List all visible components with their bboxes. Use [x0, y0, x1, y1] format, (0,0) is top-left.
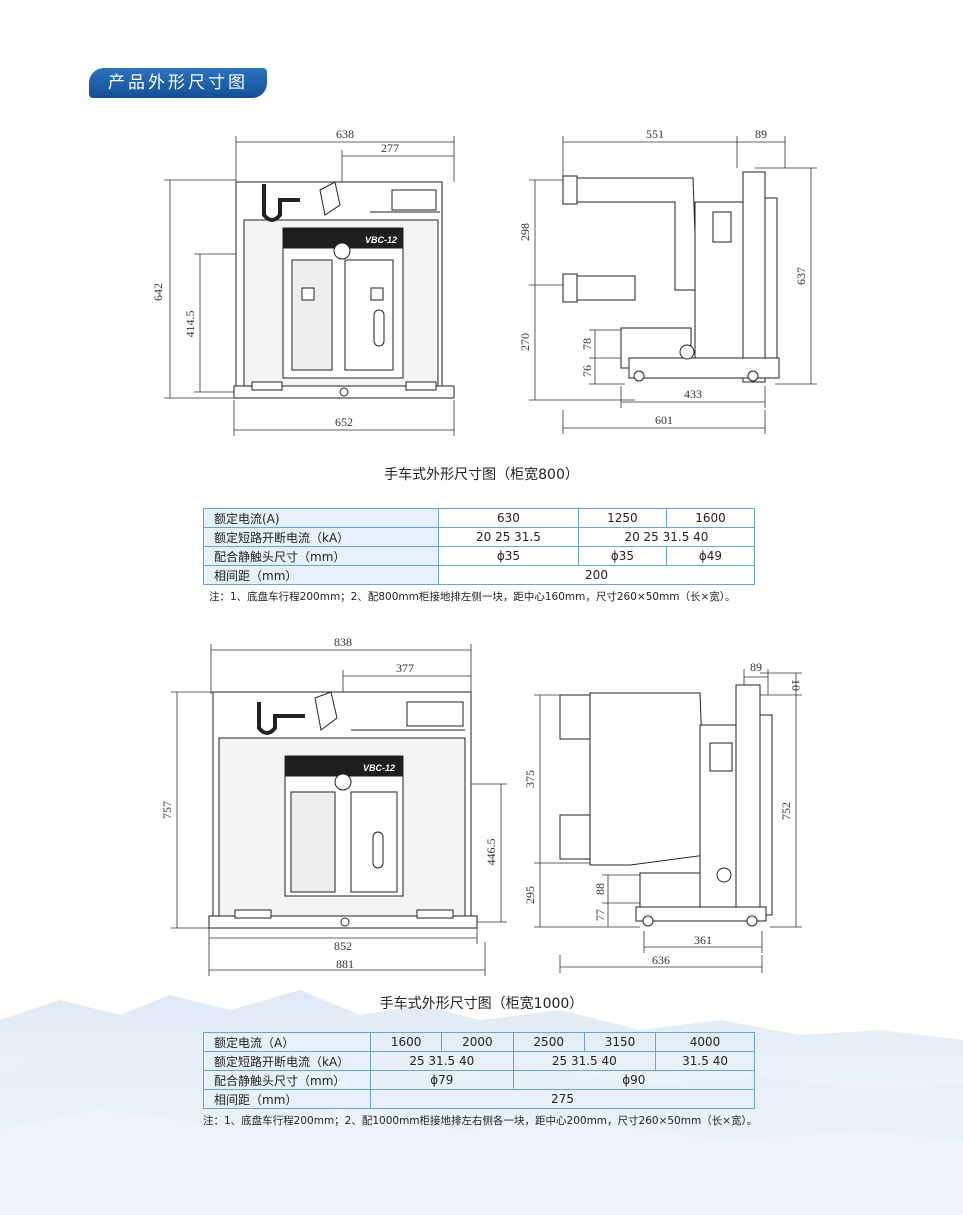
table-cell: ϕ35	[438, 546, 579, 566]
table-row: 相间距（mm） 200	[203, 565, 755, 585]
row-label: 配合静触头尺寸（mm）	[203, 546, 439, 566]
dim-width-inner: 852	[334, 939, 352, 953]
table-cell: ϕ49	[665, 546, 756, 566]
table-row: 额定短路开断电流（kA） 25 31.5 40 25 31.5 40 31.5 …	[203, 1051, 755, 1071]
table-cell: 31.5 40	[655, 1051, 755, 1071]
page-title: 产品外形尺寸图	[89, 68, 267, 98]
table-cell: 25 31.5 40	[370, 1051, 514, 1071]
table-row: 相间距（mm） 275	[203, 1089, 755, 1109]
dim-width-top: 838	[334, 635, 352, 649]
dim-side-width: 551	[646, 127, 664, 141]
table-cell: 3150	[583, 1032, 657, 1052]
dim-side-433: 433	[684, 387, 702, 401]
dim-side-77: 77	[593, 909, 607, 921]
table-cell: 630	[438, 508, 579, 528]
front-view-1000: 838 377 757 446.5 852 881 VBC-12	[160, 635, 507, 976]
table-cell: ϕ79	[370, 1070, 514, 1090]
table-cell: 1600	[665, 508, 756, 528]
front-view-800: 638 277 642 414.5 652 VBC-12	[151, 127, 455, 436]
table-cell: 1250	[577, 508, 667, 528]
note-800: 注：1、底盘车行程200mm；2、配800mm柜接地排左侧一块，距中心160mm…	[209, 591, 736, 603]
table-cell: 20 25 31.5	[438, 527, 579, 547]
table-cell: 4000	[655, 1032, 755, 1052]
table-cell: 275	[370, 1089, 755, 1109]
dim-height-left: 642	[151, 283, 165, 301]
dim-offset-top: 377	[396, 661, 414, 675]
table-row: 配合静触头尺寸（mm） ϕ35 ϕ35 ϕ49	[203, 546, 756, 566]
dim-side-89: 89	[750, 660, 762, 674]
dim-side-637: 637	[794, 267, 808, 285]
table-cell: 2000	[441, 1032, 514, 1052]
row-label: 额定短路开断电流（kA）	[203, 527, 439, 547]
spec-table-800: 额定电流(A) 630 1250 1600 额定短路开断电流（kA） 20 25…	[203, 508, 756, 585]
dim-side-361: 361	[694, 933, 712, 947]
dim-side-10: 10	[789, 679, 803, 691]
table-row: 额定电流(A) 630 1250 1600	[203, 508, 756, 528]
table-row: 额定电流（A） 1600 2000 2500 3150 4000	[203, 1032, 755, 1052]
dim-side-76: 76	[580, 365, 594, 377]
dim-side-601: 601	[655, 413, 673, 427]
dim-side-270: 270	[518, 333, 532, 351]
dim-side-298: 298	[518, 223, 532, 241]
dim-side-89: 89	[755, 127, 767, 141]
row-label: 配合静触头尺寸（mm）	[203, 1070, 371, 1090]
table-row: 额定短路开断电流（kA） 20 25 31.5 20 25 31.5 40	[203, 527, 756, 547]
caption-1000: 手车式外形尺寸图（柜宽1000）	[379, 996, 584, 1012]
row-label: 相间距（mm）	[203, 565, 439, 585]
side-view-1000: 89 10 375 295 88 77 752 361 636	[523, 660, 803, 973]
row-label: 相间距（mm）	[203, 1089, 371, 1109]
caption-800: 手车式外形尺寸图（柜宽800）	[384, 467, 579, 483]
row-label: 额定电流（A）	[203, 1032, 371, 1052]
table-cell: 1600	[369, 1032, 443, 1052]
table-cell: ϕ90	[512, 1070, 756, 1090]
dim-height-inner: 414.5	[183, 311, 197, 338]
dim-side-88: 88	[593, 883, 607, 895]
dim-height-inner: 446.5	[484, 839, 498, 866]
table-row: 配合静触头尺寸（mm） ϕ79 ϕ90	[203, 1070, 756, 1090]
row-label: 额定电流(A)	[203, 508, 439, 528]
side-view-800: 551 89 298 270 78 76 637 433 601	[518, 127, 817, 434]
spec-table-1000: 额定电流（A） 1600 2000 2500 3150 4000 额定短路开断电…	[203, 1032, 756, 1109]
dim-side-752: 752	[779, 802, 793, 820]
dim-height-left: 757	[160, 801, 174, 819]
model-label: VBC-12	[363, 763, 395, 773]
dim-side-375: 375	[523, 770, 537, 788]
table-cell: 20 25 31.5 40	[577, 527, 756, 547]
table-cell: 200	[438, 565, 755, 585]
dim-offset-top: 277	[381, 141, 399, 155]
model-label: VBC-12	[365, 235, 397, 245]
dim-width-bottom: 881	[336, 957, 354, 971]
note-1000: 注：1、底盘车行程200mm；2、配1000mm柜接地排左右侧各一块，距中心20…	[203, 1115, 758, 1127]
table-cell: 2500	[512, 1032, 585, 1052]
table-cell: 25 31.5 40	[512, 1051, 657, 1071]
row-label: 额定短路开断电流（kA）	[203, 1051, 371, 1071]
dim-side-636: 636	[652, 953, 670, 967]
dim-side-295: 295	[523, 886, 537, 904]
dim-side-78: 78	[580, 338, 594, 350]
dim-width-bottom: 652	[335, 415, 353, 429]
dim-width-top: 638	[336, 127, 354, 141]
table-cell: ϕ35	[577, 546, 667, 566]
